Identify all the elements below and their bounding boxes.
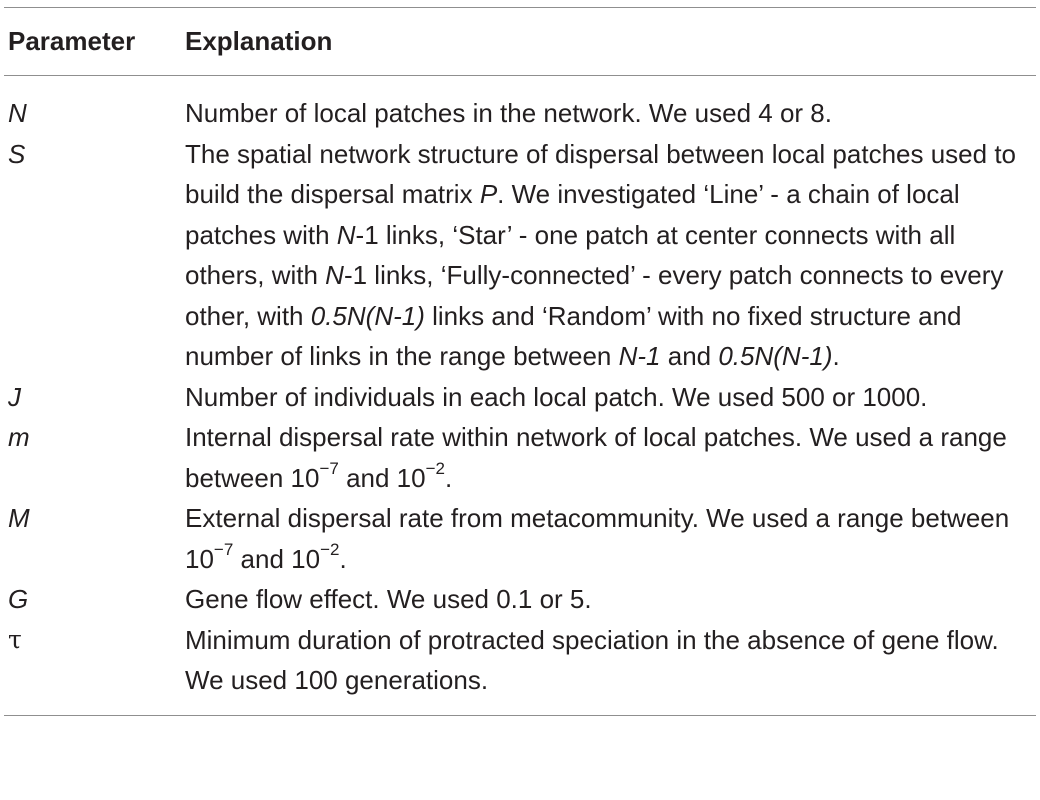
parameter-table: Parameter Explanation N Number of local …	[4, 7, 1036, 716]
table-top-rule	[4, 7, 1036, 8]
param-symbol: G	[8, 584, 29, 614]
param-symbol: M	[8, 503, 30, 533]
param-explanation: External dispersal rate from metacommuni…	[185, 503, 1010, 574]
table-header-rule	[4, 75, 1036, 76]
param-symbol: N	[8, 98, 27, 128]
table-header: Parameter Explanation	[4, 8, 1036, 75]
table-row: τ Minimum duration of protracted speciat…	[4, 620, 1036, 701]
param-symbol: m	[8, 422, 30, 452]
table-row: M External dispersal rate from metacommu…	[4, 498, 1036, 579]
param-explanation: Minimum duration of protracted speciatio…	[185, 624, 999, 696]
param-explanation: Internal dispersal rate within network o…	[185, 422, 1007, 493]
table-body: N Number of local patches in the network…	[4, 76, 1036, 701]
param-symbol: S	[8, 138, 26, 169]
table-row: G Gene flow effect. We used 0.1 or 5.	[4, 579, 1036, 620]
param-explanation: Number of local patches in the network. …	[185, 98, 832, 128]
param-explanation: The spatial network structure of dispers…	[185, 138, 1017, 372]
header-parameter: Parameter	[8, 26, 136, 56]
table-row: m Internal dispersal rate within network…	[4, 417, 1036, 498]
param-symbol: J	[8, 381, 21, 412]
table-row: S The spatial network structure of dispe…	[4, 134, 1036, 377]
header-explanation: Explanation	[185, 26, 333, 56]
param-symbol: τ	[8, 624, 22, 654]
table-row: N Number of local patches in the network…	[4, 93, 1036, 134]
param-explanation: Number of individuals in each local patc…	[185, 381, 928, 412]
param-explanation: Gene flow effect. We used 0.1 or 5.	[185, 584, 592, 614]
table-bottom-rule	[4, 714, 1036, 716]
table-row: J Number of individuals in each local pa…	[4, 377, 1036, 418]
